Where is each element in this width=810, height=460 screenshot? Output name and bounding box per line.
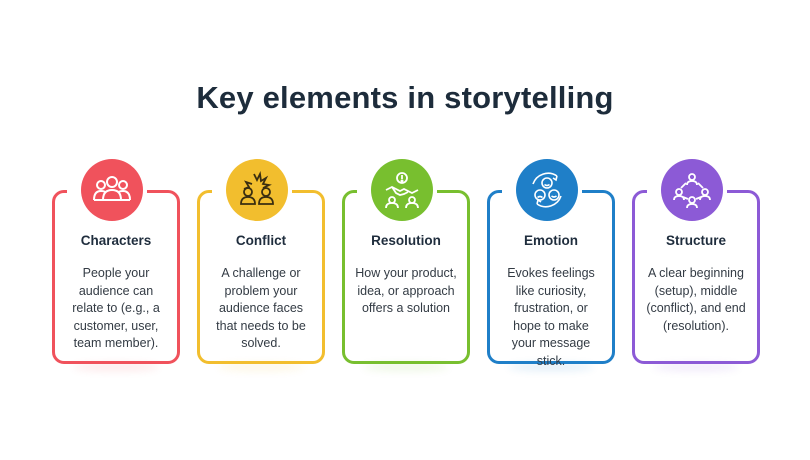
card-conflict: Conflict A challenge or problem your aud… xyxy=(197,159,325,364)
card-title: Resolution xyxy=(371,233,441,248)
emotion-faces-icon xyxy=(516,159,578,221)
people-group-icon xyxy=(81,159,143,221)
network-structure-icon xyxy=(661,159,723,221)
card-description: Evokes feelings like curiosity, frustrat… xyxy=(507,266,595,368)
card-description: A clear beginning (setup), middle (confl… xyxy=(646,266,746,333)
card-characters: Characters People your audience can rela… xyxy=(52,159,180,364)
card-structure: Structure A clear beginning (setup), mid… xyxy=(632,159,760,364)
card-title: Characters xyxy=(80,233,152,248)
card-resolution: Resolution How your product, idea, or ap… xyxy=(342,159,470,364)
card-title: Structure xyxy=(665,233,726,248)
page-title: Key elements in storytelling xyxy=(196,80,614,115)
card-title: Emotion xyxy=(524,233,578,248)
card-description: How your product, idea, or approach offe… xyxy=(355,266,457,315)
handshake-icon xyxy=(371,159,433,221)
card-description: A challenge or problem your audience fac… xyxy=(216,266,306,350)
card-description: People your audience can relate to (e.g.… xyxy=(72,266,160,350)
card-title: Conflict xyxy=(235,233,287,248)
card-emotion: Emotion Evokes feelings like curiosity, … xyxy=(487,159,615,368)
conflict-people-icon xyxy=(226,159,288,221)
